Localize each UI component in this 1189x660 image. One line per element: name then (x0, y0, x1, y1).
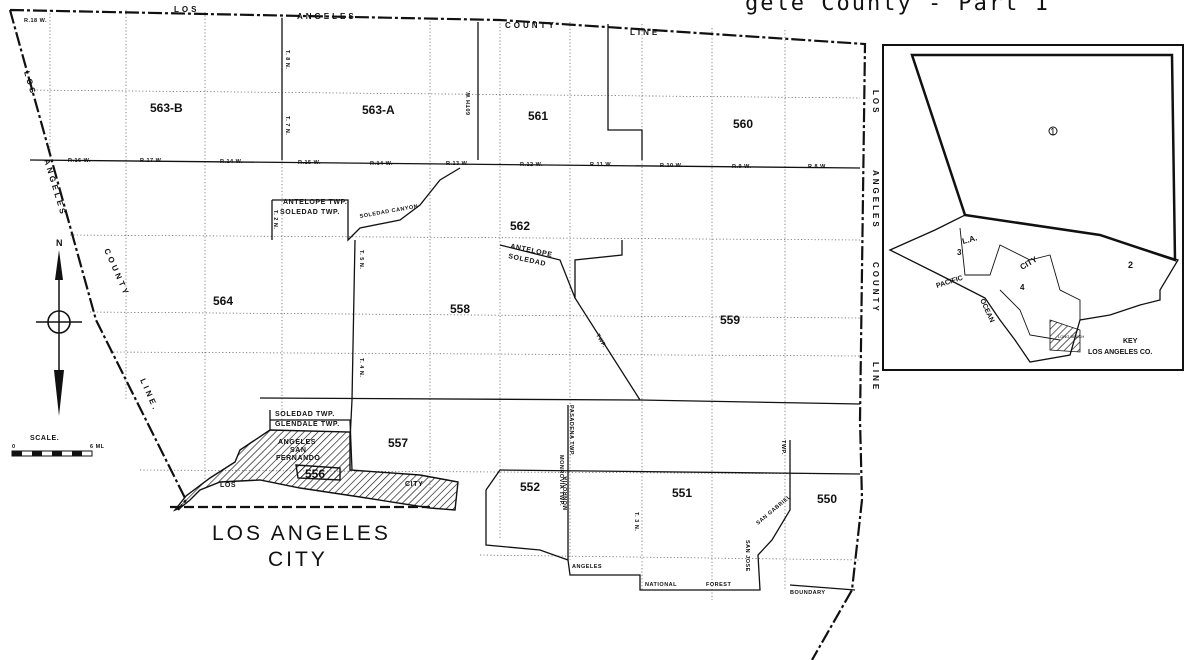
tract-label: 563-A (362, 103, 395, 117)
township-lines (29, 18, 861, 591)
svg-text:MONROVIA: MONROVIA (563, 476, 569, 510)
svg-text:T. 4 N.: T. 4 N. (358, 358, 364, 377)
svg-text:GLENDALE TWP.: GLENDALE TWP. (275, 421, 340, 428)
tract-label: 562 (510, 219, 530, 233)
tract-label: 557 (388, 436, 408, 450)
los-angeles-city-label: LOS ANGELES (212, 522, 391, 545)
svg-text:LINE: LINE (630, 28, 660, 37)
svg-text:R.14 W.: R.14 W. (220, 159, 243, 165)
svg-text:R.11 W.: R.11 W. (590, 162, 613, 168)
svg-text:BOUNDARY: BOUNDARY (790, 590, 826, 596)
svg-text:COUNTY: COUNTY (102, 247, 131, 298)
svg-text:3: 3 (957, 248, 962, 257)
svg-text:SAN GABRIEL: SAN GABRIEL (755, 494, 792, 527)
svg-text:LOS ANGELES CO.: LOS ANGELES CO. (1088, 349, 1152, 356)
svg-text:LOS: LOS (871, 90, 880, 115)
svg-text:ANGELES: ANGELES (297, 12, 357, 21)
tract-label: 561 (528, 109, 548, 123)
svg-text:T. 3 N.: T. 3 N. (633, 512, 639, 531)
svg-text:SOLEDAD TWP.: SOLEDAD TWP. (275, 411, 335, 418)
svg-text:TWP.: TWP. (780, 440, 786, 455)
svg-text:ANGELES: ANGELES (572, 564, 602, 570)
svg-text:SOLEDAD TWP.: SOLEDAD TWP. (280, 209, 340, 216)
svg-text:2: 2 (1128, 260, 1133, 270)
township-grid (29, 10, 861, 600)
inset-key-map: 1 2 3 4 L.A. CITY PACIFIC OCEAN LONG BEA… (882, 44, 1184, 371)
tract-label: 550 (817, 492, 837, 506)
svg-text:0: 0 (12, 444, 16, 450)
township-labels: T. 8 N. T. 7 N. T. 5 N. T. 4 N. T. 3 N. … (272, 50, 639, 531)
tract-label: 563-B (150, 101, 183, 115)
svg-text:SAN JOSE: SAN JOSE (744, 540, 750, 572)
svg-text:4: 4 (1020, 283, 1025, 292)
svg-text:FOREST: FOREST (706, 582, 731, 588)
svg-text:KEY: KEY (1123, 338, 1138, 345)
svg-text:R.9 W.: R.9 W. (732, 164, 752, 170)
svg-text:NATIONAL: NATIONAL (645, 582, 677, 588)
svg-text:CITY: CITY (405, 481, 423, 488)
svg-text:R.15 W.: R.15 W. (298, 160, 321, 166)
scale-bar: SCALE. 0 6 ML (11, 435, 105, 457)
tract-label: 558 (450, 302, 470, 316)
svg-text:COUNTY: COUNTY (505, 21, 557, 30)
tract-556-area (295, 464, 341, 481)
svg-text:R.10 W.: R.10 W. (660, 163, 683, 169)
svg-text:R.8 W.: R.8 W. (808, 164, 828, 170)
svg-text:L.A.: L.A. (961, 233, 978, 246)
svg-text:ANTELOPE TWP.: ANTELOPE TWP. (283, 199, 347, 206)
svg-text:COUNTY: COUNTY (871, 262, 880, 314)
svg-text:60TH W.: 60TH W. (466, 90, 472, 115)
svg-text:MONROVIA TWP.: MONROVIA TWP. (558, 455, 564, 506)
svg-text:6 ML: 6 ML (90, 444, 105, 450)
svg-text:ANGELES: ANGELES (871, 170, 880, 230)
svg-text:T. 7 N.: T. 7 N. (284, 116, 290, 135)
svg-text:1: 1 (1050, 127, 1056, 138)
tract-label: 564 (213, 294, 233, 308)
north-label: N (56, 238, 63, 248)
svg-text:ANGELES: ANGELES (278, 439, 316, 446)
svg-text:R.13 W.: R.13 W. (446, 161, 469, 167)
svg-text:LOS: LOS (220, 482, 236, 489)
tract-labels: 563-B 563-A 561 560 562 564 558 559 557 … (150, 101, 837, 506)
svg-text:LOS: LOS (174, 5, 199, 14)
tract-label: 552 (520, 480, 540, 494)
svg-text:R.16 W.: R.16 W. (68, 158, 91, 164)
svg-text:SAN: SAN (290, 447, 307, 454)
svg-text:SCALE.: SCALE. (30, 435, 59, 442)
svg-text:T. 5 N.: T. 5 N. (358, 250, 364, 269)
tract-label: 556 (305, 467, 325, 481)
svg-text:ANGELES: ANGELES (42, 158, 68, 218)
county-line-labels: LOS ANGELES COUNTY LINE LOS ANGELES COUN… (22, 5, 880, 413)
tract-label: 560 (733, 117, 753, 131)
svg-text:T. 2 N.: T. 2 N. (272, 210, 278, 229)
tract-label: 559 (720, 313, 740, 327)
los-angeles-city-label: CITY (268, 548, 328, 571)
svg-text:R.14 W.: R.14 W. (370, 161, 393, 167)
svg-text:FERNANDO: FERNANDO (276, 455, 320, 462)
svg-text:LINE.: LINE. (138, 377, 161, 413)
svg-text:LOS: LOS (22, 70, 38, 97)
svg-text:R.17 W.: R.17 W. (140, 158, 163, 164)
svg-text:T. 8 N.: T. 8 N. (284, 50, 290, 69)
range-labels: R.18 W. R.16 W. R.17 W. R.14 W. R.15 W. … (24, 18, 828, 170)
svg-text:R.12 W.: R.12 W. (520, 162, 543, 168)
north-arrow: N (36, 238, 82, 416)
svg-text:R.18 W.: R.18 W. (24, 18, 47, 24)
county-boundary (8, 8, 867, 660)
tract-label: 551 (672, 486, 692, 500)
svg-text:PASADENA TWP.: PASADENA TWP. (568, 405, 574, 456)
svg-text:LONG BEACH: LONG BEACH (1058, 334, 1084, 339)
svg-text:TWP.: TWP. (594, 333, 607, 349)
svg-text:LINE: LINE (871, 362, 880, 392)
map-title-fragment: gele County - Part 1 (745, 0, 1050, 16)
